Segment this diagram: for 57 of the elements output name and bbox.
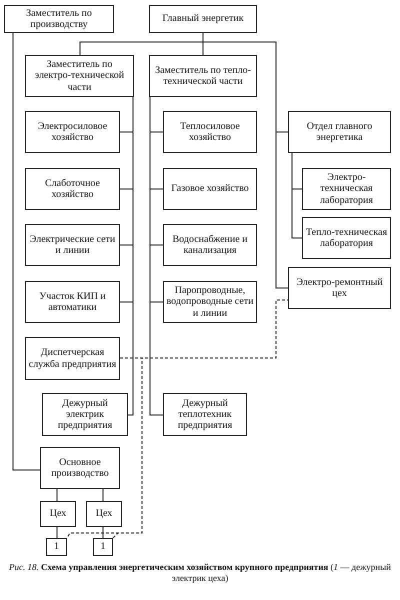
org-box <box>25 224 120 266</box>
box-label: Электро-ремонтный цех <box>295 276 384 300</box>
org-box <box>25 55 134 97</box>
box-label: Главный энергетик <box>161 13 245 25</box>
connector-line <box>150 96 164 416</box>
box-label: Паропроводные, водопроводные сети и линии <box>166 285 254 319</box>
dashed-connector <box>112 358 142 538</box>
org-box <box>40 501 76 527</box>
box-label: Электрические сети и линии <box>28 234 116 256</box>
box-label: Цех <box>48 508 68 520</box>
connector-line <box>292 152 302 238</box>
box-label: Электросиловое хозяйство <box>36 120 108 144</box>
box-label: Водоснабжение и канализация <box>172 234 248 256</box>
org-box <box>42 393 128 436</box>
box-label: Тепло-техническая лаборатория <box>304 226 388 250</box>
figure-caption: Рис. 18. Схема управления энергетическим хозяйством крупного предприятия (1 — дежурный электрик цеха) <box>8 562 392 584</box>
org-box <box>163 393 247 436</box>
connector-line <box>12 32 40 470</box>
connector-line <box>56 488 58 502</box>
connector-line <box>102 488 104 502</box>
org-box <box>149 5 257 33</box>
box-label: Заместитель по тепло-технической части <box>154 64 252 88</box>
org-box <box>93 538 113 556</box>
connector-line <box>56 526 58 538</box>
org-box <box>302 217 391 259</box>
org-box <box>25 111 120 153</box>
box-label: Теплосиловое хозяйство <box>179 120 241 144</box>
org-box <box>302 168 391 210</box>
box-label: Электро-техническая лаборатория <box>319 172 374 206</box>
org-box <box>25 168 120 210</box>
org-box <box>4 5 114 33</box>
box-label: Основное производство <box>50 456 110 480</box>
box-label: 1 <box>53 541 60 553</box>
org-box <box>149 55 257 97</box>
org-box <box>86 501 122 527</box>
org-box <box>163 111 257 153</box>
box-label: Участок КИП и автоматики <box>38 290 107 314</box>
box-label: Дежурный теплотехник предприятия <box>176 398 234 432</box>
box-label: Диспетчерская служба предприятия <box>28 347 118 370</box>
box-label: Дежурный электрик предприятия <box>56 398 114 432</box>
box-label: Газовое хозяйство <box>170 183 250 195</box>
box-label: Заместитель по электро-технической части <box>34 59 126 93</box>
box-label: Заместитель по производству <box>25 8 93 30</box>
org-box <box>163 168 257 210</box>
org-box <box>163 224 257 266</box>
box-label: Отдел главного энергетика <box>306 120 374 144</box>
box-label: Слаботочное хозяйство <box>44 178 101 200</box>
org-box <box>288 267 391 309</box>
org-box <box>25 337 120 380</box>
org-box <box>46 538 67 556</box>
org-box <box>40 447 120 489</box>
org-box <box>288 111 391 153</box>
org-box <box>25 281 120 323</box>
box-label: 1 <box>100 541 106 553</box>
box-label: Цех <box>94 508 114 520</box>
connector-line <box>102 526 104 538</box>
connector-line <box>128 96 134 416</box>
